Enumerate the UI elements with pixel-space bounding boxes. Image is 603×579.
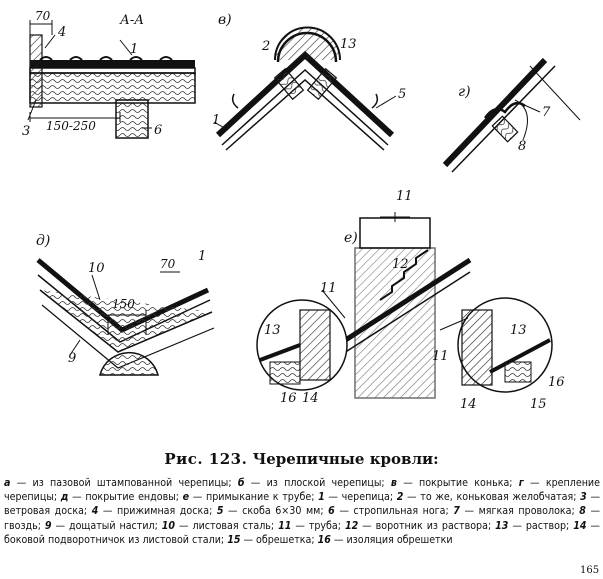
label-14-b: 14 [460, 397, 477, 412]
sublabel-d: д) [36, 233, 50, 249]
legend-key: 13 [495, 519, 509, 532]
legend-key: а [4, 477, 11, 489]
label-1-a: 1 [130, 42, 138, 57]
legend-text: — гвоздь; [4, 505, 600, 532]
panel-e-chimney: е) 11 12 11 13 16 14 13 11 14 15 16 [256, 189, 565, 412]
legend-text: — листовая сталь; [175, 519, 279, 532]
panel-a-section: 70 А-А 4 1 3 150-250 6 [22, 9, 196, 139]
legend-text: — боковой подворотничок из листовой стал… [4, 519, 600, 546]
legend-text: — из плоской черепицы; [244, 477, 391, 489]
panel-v-ridge: в) 2 13 1 5 [212, 12, 406, 151]
label-7: 7 [542, 105, 551, 120]
dim-150-250: 150-250 [46, 119, 96, 133]
dim-70-b: 70 [160, 257, 176, 271]
label-13-c: 13 [510, 323, 527, 338]
legend-key: д [60, 491, 69, 504]
sublabel-v: в) [218, 12, 232, 28]
legend-key: 11 [278, 519, 292, 532]
sublabel-g: г) [458, 84, 471, 100]
legend-text: — скоба 6×30 мм; [223, 505, 329, 518]
legend-key: б [237, 477, 245, 489]
legend-text: — стропильная нога; [334, 505, 454, 518]
legend-key: 2 [396, 491, 404, 504]
label-1-b: 1 [212, 113, 220, 128]
panel-g-fastening: г) 7 8 [442, 57, 581, 173]
legend-key: 9 [44, 519, 52, 532]
label-16-b: 16 [548, 375, 565, 390]
legend-key: 1 [318, 491, 325, 504]
legend-text: — из пазовой штампованной черепицы; [10, 477, 238, 489]
legend-text: — раствор; [508, 519, 574, 532]
roof-tile-figure: 70 А-А 4 1 3 150-250 6 в) 2 13 1 5 г) [22, 9, 581, 412]
label-9: 9 [68, 351, 76, 366]
legend-key: в [390, 477, 397, 489]
legend-key: 12 [344, 519, 359, 532]
label-4: 4 [57, 25, 66, 40]
label-14-a: 14 [302, 391, 319, 406]
label-11-c: 11 [432, 349, 449, 364]
section-label: А-А [119, 13, 144, 28]
legend-key: 8 [579, 505, 586, 518]
legend-key: е [182, 491, 190, 504]
legend-key: 15 [227, 533, 241, 546]
label-13-b: 13 [264, 323, 281, 338]
legend-key: 6 [328, 505, 335, 518]
legend-text: — мягкая проволока; [459, 505, 580, 518]
label-2: 2 [261, 39, 270, 54]
legend-key: 7 [453, 505, 460, 518]
legend-text: — ветровая доска; [4, 491, 601, 518]
legend-text: — обрешетка; [240, 533, 318, 546]
legend-key: 10 [161, 519, 176, 532]
label-5: 5 [398, 87, 406, 102]
label-3: 3 [22, 124, 30, 139]
label-16-a: 16 [280, 391, 297, 406]
label-12: 12 [392, 257, 409, 272]
panel-d-valley: д) 10 70 1 150 9 [36, 233, 215, 376]
legend-text: — воротник из раствора; [358, 519, 496, 532]
technical-drawing: 70 А-А 4 1 3 150-250 6 в) 2 13 1 5 г) [22, 9, 581, 412]
legend-text: — дощатый настил; [51, 519, 162, 532]
label-6: 6 [154, 123, 162, 138]
label-1-c: 1 [198, 249, 206, 264]
legend-text: — изоляция обрешетки [330, 533, 453, 546]
label-11-a: 11 [396, 189, 413, 204]
legend-text: — труба; [291, 519, 345, 532]
legend-key: 4 [91, 505, 99, 518]
label-8: 8 [518, 139, 526, 154]
dim-150: 150 [112, 297, 135, 311]
legend-text: — то же, коньковая желобчатая; [403, 491, 581, 504]
legend-text: — покрытие ендовы; [68, 491, 183, 504]
legend-text: — примыкание к трубе; [189, 491, 319, 504]
legend-text: — покрытие конька; [396, 477, 519, 489]
legend-key: 16 [317, 533, 331, 546]
legend-key: 14 [573, 519, 587, 532]
legend-key: 3 [580, 491, 587, 504]
caption-prefix: Рис. 123. [164, 450, 248, 468]
legend-text: — черепица; [324, 491, 397, 504]
sublabel-e: е) [344, 230, 358, 246]
page-number: 165 [580, 565, 600, 576]
label-11-b: 11 [320, 281, 337, 296]
label-13-a: 13 [340, 37, 357, 52]
legend-text: — крепление черепицы; [4, 477, 600, 504]
caption-title: Черепичные кровли: [252, 450, 439, 468]
label-10-a: 10 [88, 261, 105, 276]
figure-caption: Рис. 123. Черепичные кровли: [0, 450, 603, 468]
dim-70-a: 70 [35, 9, 51, 23]
figure-legend: а — из пазовой штампованной черепицы; б … [4, 476, 600, 547]
legend-text: — прижимная доска; [98, 505, 217, 518]
label-15: 15 [530, 397, 547, 412]
legend-key: г [518, 477, 524, 489]
legend-key: 5 [216, 505, 224, 518]
